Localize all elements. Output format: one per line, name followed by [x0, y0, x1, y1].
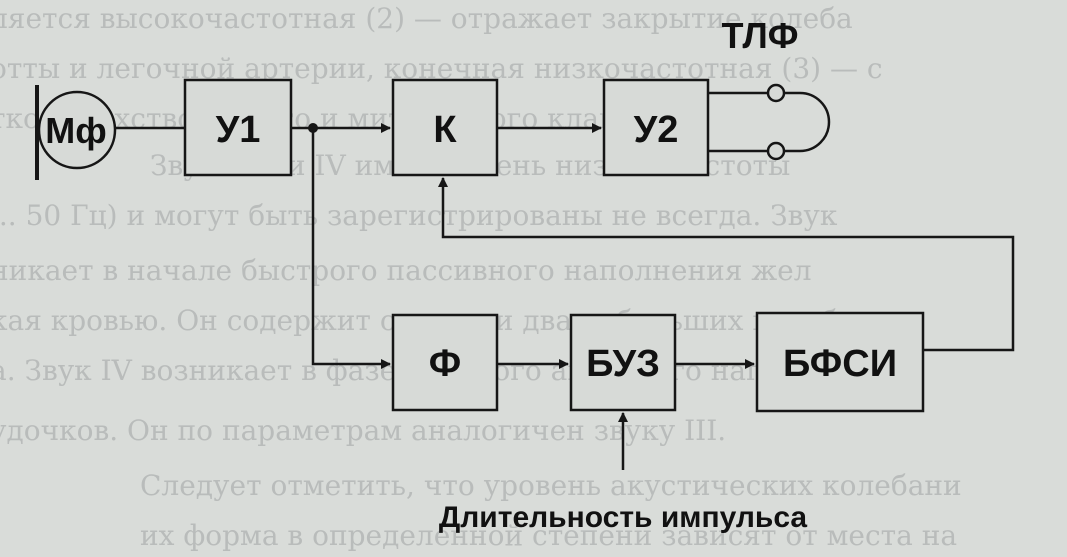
microphone-circle	[37, 90, 117, 170]
block-buz-label: БУЗ	[586, 343, 660, 385]
tlf-terminal-bottom	[766, 141, 786, 161]
block-buz	[569, 313, 677, 412]
block-u2	[602, 78, 710, 177]
microphone-symbol: Мф	[35, 85, 117, 180]
background-text-line: удочков. Он по параметрам аналогичен зву…	[0, 414, 726, 447]
background-text-line: ляется высокочастотная (2) — отражает за…	[0, 2, 853, 35]
microphone-label: Мф	[45, 110, 107, 151]
block-bfsi	[755, 311, 925, 413]
block-f-label: Ф	[429, 343, 461, 385]
tlf-loop	[784, 91, 831, 153]
telephone-output	[708, 83, 831, 161]
block-f	[391, 313, 499, 412]
arrow-junction-f	[311, 128, 391, 369]
background-text-line: их форма в определенной степени зависят …	[140, 519, 957, 552]
tlf-terminal-top	[766, 83, 786, 103]
block-u1-label: У1	[216, 109, 261, 151]
background-text-line: ... 50 Гц) и могут быть зарегистрированы…	[0, 199, 838, 232]
background-text-line: Следует отметить, что уровень акустическ…	[140, 469, 962, 502]
pulse-duration-label: Длительность импульса	[439, 501, 808, 534]
background-text-line: никает в начале быстрого пассивного напо…	[0, 254, 811, 287]
block-k-label: К	[433, 109, 457, 151]
block-u1	[183, 78, 293, 177]
tlf-label: ТЛФ	[721, 15, 798, 56]
arrow-bfsi-k	[438, 177, 1015, 352]
block-bfsi-label: БФСИ	[783, 343, 897, 385]
block-u2-label: У2	[634, 109, 679, 151]
